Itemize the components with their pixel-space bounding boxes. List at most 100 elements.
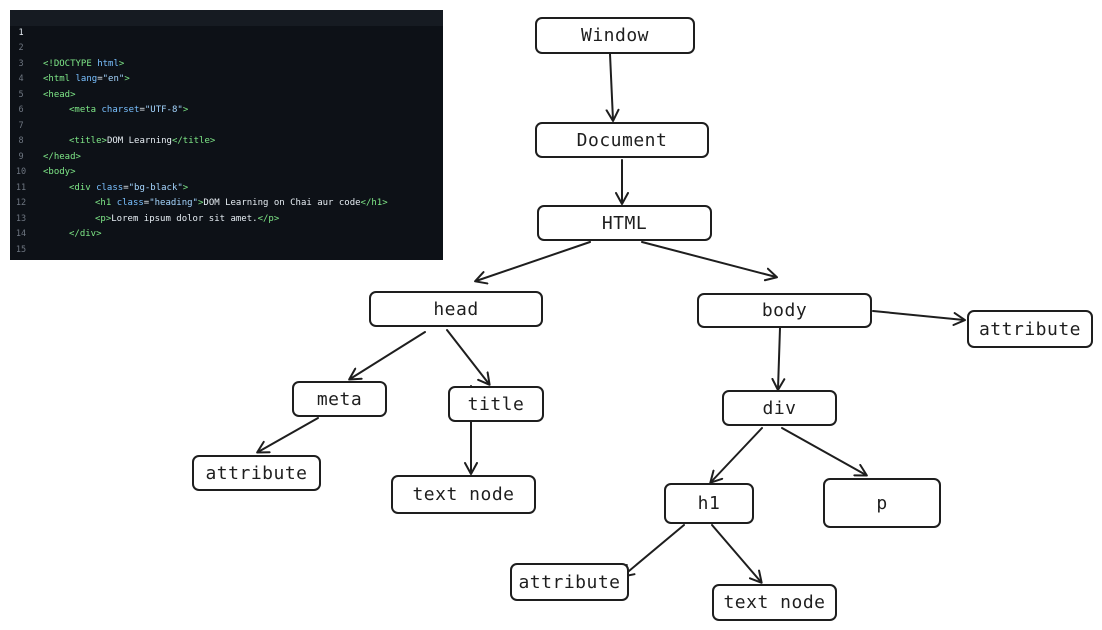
code-token-tag: <body> [43,167,76,177]
code-token-tag: > [197,198,204,208]
code-text: <p>Lorem ipsum dolor sit amet.</p> [95,212,279,228]
code-token-str: "en" [102,74,125,84]
code-token-txt: = [97,74,103,84]
code-token-attr: html [97,58,119,69]
node-body: body [697,293,872,328]
code-text: <html lang="en"> [43,72,130,88]
line-number: 10 [15,167,27,177]
code-text: <body> [43,165,76,181]
edge-head-meta [348,331,426,381]
line-number: 14 [15,229,27,239]
edge-html-head [474,241,591,285]
line-number: 3 [18,58,24,69]
code-token-tag: <h1 [95,198,117,208]
code-line: 7 <title>DOM Learning</title> [10,103,443,147]
node-title: title [448,386,544,422]
code-line: 1 [10,10,443,38]
node-window: Window [535,17,695,54]
edge-body-div [771,327,786,391]
code-token-tag: <!DOCTYPE [43,58,98,69]
edge-window-document [605,53,620,122]
code-line: 4 <head> [10,57,443,100]
line-number: 1 [18,27,24,38]
code-token-str: "bg-black" [128,182,183,193]
edge-html-body [641,241,778,282]
code-token-txt: DOM Learning [106,136,172,146]
node-body-attribute: attribute [967,310,1093,348]
line-number: 15 [15,244,27,255]
line-number: 7 [18,120,24,131]
node-p: p [823,478,941,528]
line-number: 11 [15,182,27,193]
line-number: 12 [15,198,27,208]
code-token-tag: <p> [95,213,112,224]
code-token-str: "UTF-8" [144,105,183,115]
code-text: <h1 class="heading">DOM Learning on Chai… [95,196,388,212]
code-line: 5 <meta charset="UTF-8"> [10,72,443,116]
code-token-txt: DOM Learning on Chai aur code [203,198,361,208]
code-token-tag: </head> [43,151,81,162]
edge-body-attribute [872,310,966,326]
code-token-str: "heading" [149,198,198,208]
edge-meta-attribute [256,417,319,454]
line-number: 2 [18,43,24,53]
code-token-tag: </div> [69,229,102,239]
code-token-tag: </p> [257,213,280,224]
code-token-tag: </h1> [360,198,388,208]
code-line: 11 <h1 class="heading">DOM Learning on C… [10,165,443,209]
code-token-txt: = [139,105,145,115]
code-token-attr: charset [101,105,140,115]
code-token-tag: <title> [69,136,107,146]
line-number: 9 [18,151,24,162]
code-text: <head> [43,88,76,104]
code-text: <meta charset="UTF-8"> [69,103,188,119]
code-line: 3 <html lang="en"> [10,41,443,85]
code-line: 6 [10,88,443,115]
node-div: div [722,390,837,426]
code-token-tag: </title> [171,136,216,146]
line-number: 4 [18,74,24,84]
node-head: head [369,291,543,327]
edge-head-title [446,329,491,386]
code-token-attr: class [116,198,144,208]
code-token-attr: lang [75,74,98,84]
code-token-txt: = [143,198,150,208]
code-line: 2 <!DOCTYPE html> [10,26,443,69]
code-text: </head> [43,150,81,166]
code-text: <title>DOM Learning</title> [69,134,215,150]
node-meta: meta [292,381,387,417]
code-token-tag: <html [43,74,76,84]
edge-h1-attribute [621,524,685,578]
code-line: 13 </div> [10,196,443,240]
code-line: 9 <body> [10,134,443,178]
line-number: 6 [18,105,24,115]
code-text: </div> [69,227,102,243]
code-token-txt: Lorem ipsum dolor sit amet. [111,213,258,224]
edge-h1-textnode [711,524,763,584]
code-token-tag: <head> [43,89,76,100]
line-number: 5 [18,89,24,100]
node-meta-attribute: attribute [192,455,321,491]
code-token-tag: > [118,58,125,69]
node-document: Document [535,122,709,158]
code-line: 10 <div class="bg-black"> [10,150,443,193]
code-token-tag: <meta [69,105,102,115]
node-title-text-node: text node [391,475,536,514]
code-editor: 1 2 <!DOCTYPE html> 3 <html lang="en"> 4… [10,10,443,260]
line-number: 8 [18,136,24,146]
code-token-attr: class [96,182,124,193]
node-h1: h1 [664,483,754,524]
code-line: 15 </body> [10,227,443,255]
code-line: 8 </head> [10,119,443,162]
code-text: <div class="bg-black"> [69,181,188,197]
code-token-tag: > [182,105,189,115]
edge-div-p [781,427,868,477]
edge-div-h1 [709,427,763,484]
line-number: 13 [15,213,27,224]
code-token-tag: > [124,74,130,84]
node-h1-text-node: text node [712,584,837,621]
node-html: HTML [537,205,712,241]
code-token-tag: <div [69,182,97,193]
node-h1-attribute: attribute [510,563,629,601]
